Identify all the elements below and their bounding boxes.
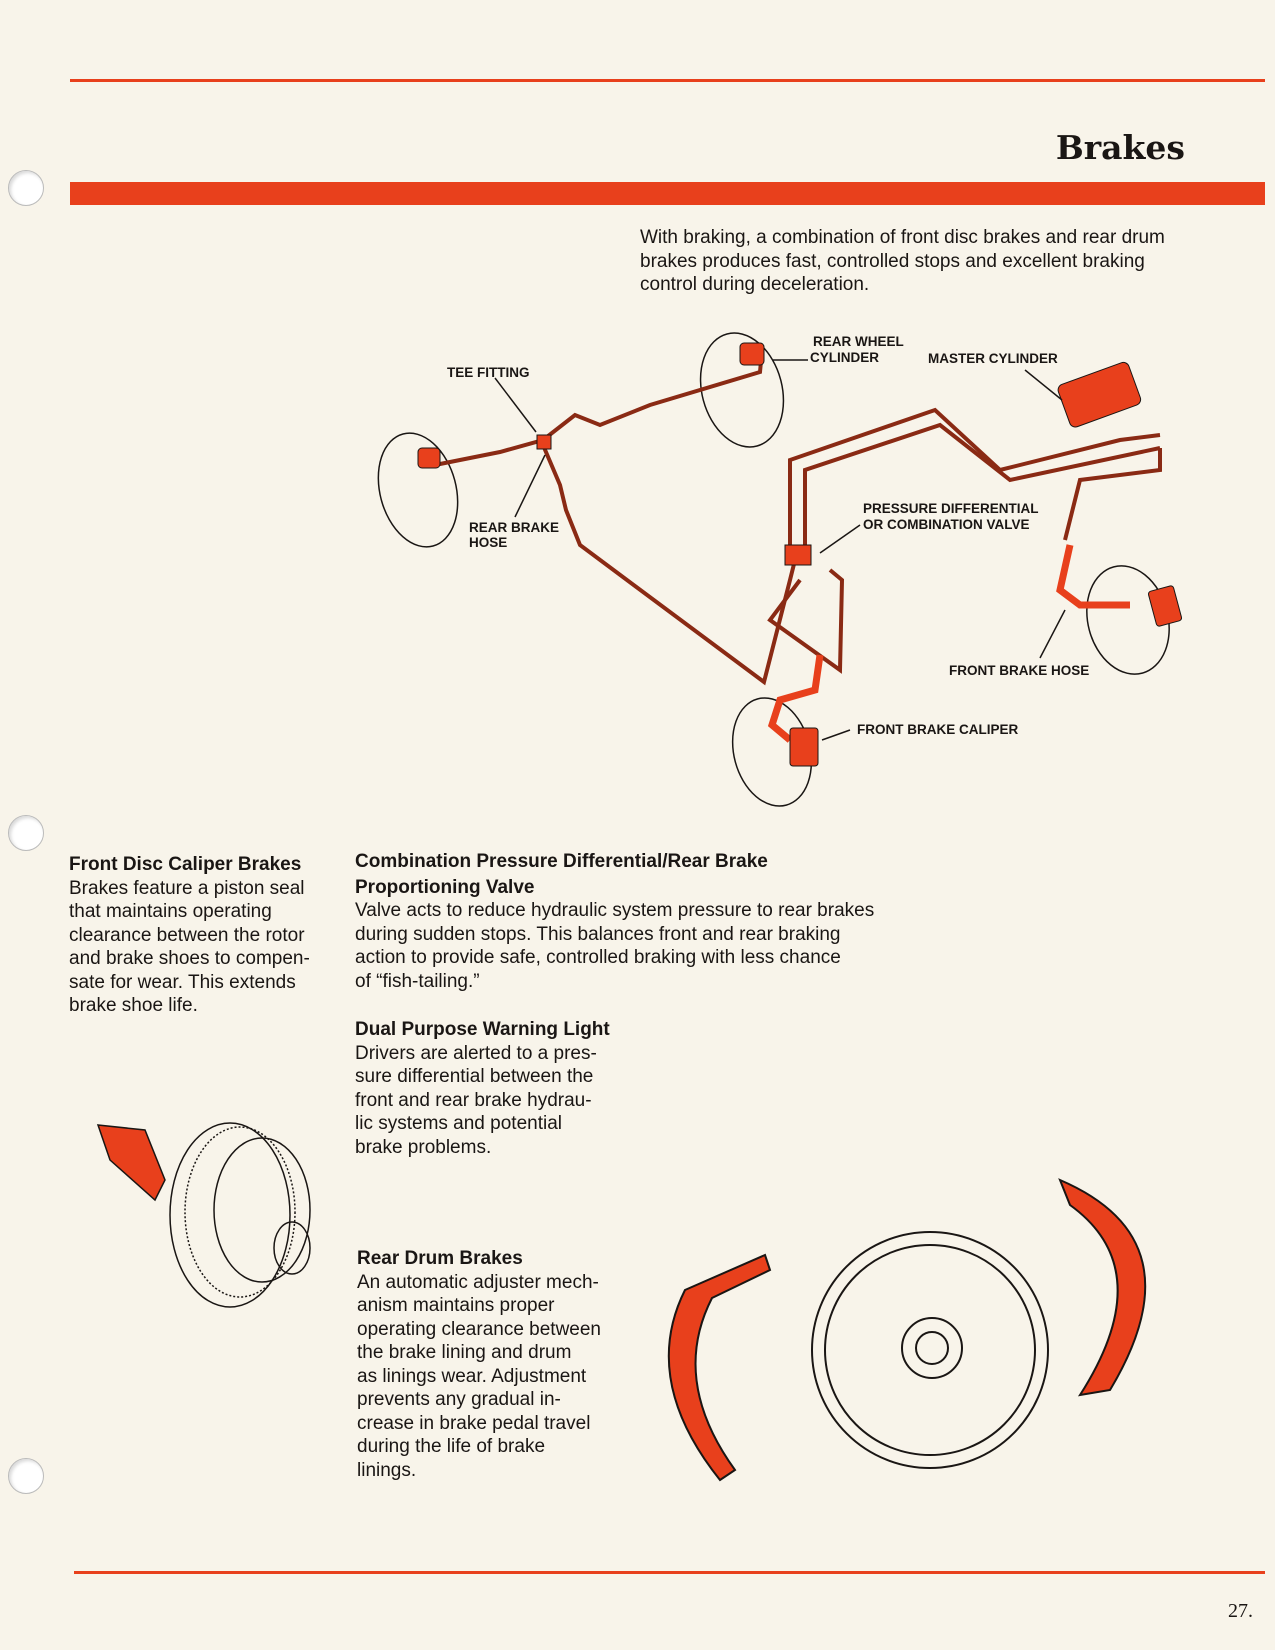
- section-heading: Dual Purpose Warning Light: [355, 1019, 610, 1040]
- body-line: clearance between the rotor: [69, 924, 305, 946]
- punch-hole: [8, 815, 44, 851]
- label-rear-wheel-cylinder: CYLINDER: [810, 350, 879, 365]
- body-line: that maintains operating: [69, 901, 272, 922]
- punch-hole: [8, 170, 44, 206]
- body-line: sure differential between the: [355, 1066, 594, 1087]
- page-number: 27.: [1228, 1600, 1253, 1622]
- body-line: brake problems.: [355, 1136, 492, 1158]
- front-right-caliper: [1147, 585, 1183, 627]
- label-rear-wheel-cylinder: REAR WHEEL: [813, 334, 904, 349]
- rear-right-wheel-cylinder: [739, 342, 765, 366]
- section-dual-purpose-warning-light: Dual Purpose Warning Light Drivers are a…: [355, 1018, 635, 1159]
- body-line: front and rear brake hydrau-: [355, 1089, 592, 1111]
- label-front-brake-hose: FRONT BRAKE HOSE: [949, 663, 1089, 678]
- section-rear-drum-brakes: Rear Drum Brakes An automatic adjuster m…: [357, 1247, 637, 1482]
- disc-rotor-illustration: [96, 1122, 311, 1308]
- intro-text: With braking, a combination of front dis…: [640, 226, 1180, 297]
- label-front-brake-caliper: FRONT BRAKE CALIPER: [857, 722, 1018, 737]
- body-line: during sudden stops. This balances front…: [355, 923, 841, 945]
- body-line: prevents any gradual in-: [357, 1389, 561, 1410]
- brake-hoses: [767, 544, 1130, 743]
- body-line: and brake shoes to compen-: [69, 948, 310, 969]
- combination-valve: [784, 544, 812, 566]
- rear-left-wheel-cylinder: [417, 447, 441, 469]
- body-line: Valve acts to reduce hydraulic system pr…: [355, 900, 875, 921]
- rear-left-wheel: [377, 432, 459, 548]
- body-line: lic systems and potential: [355, 1113, 562, 1134]
- body-line: anism maintains proper: [357, 1295, 555, 1316]
- section-combination-valve: Combination Pressure Differential/Rear B…: [355, 850, 915, 993]
- section-heading: Rear Drum Brakes: [357, 1248, 523, 1269]
- label-master-cylinder: MASTER CYLINDER: [928, 351, 1058, 366]
- body-line: of “fish-tailing.”: [355, 970, 480, 992]
- body-line: crease in brake pedal travel: [357, 1412, 591, 1434]
- section-front-disc-caliper-brakes: Front Disc Caliper Brakes Brakes feature…: [69, 853, 339, 1018]
- section-heading: Proportioning Valve: [355, 876, 535, 898]
- section-heading: Combination Pressure Differential/Rear B…: [355, 851, 768, 872]
- bottom-rule: [74, 1571, 1265, 1574]
- body-line: Drivers are alerted to a pres-: [355, 1042, 597, 1064]
- body-line: Brakes feature a piston seal: [69, 877, 305, 899]
- master-cylinder: [1057, 361, 1142, 428]
- punch-hole: [8, 1458, 44, 1494]
- rear-right-wheel: [699, 332, 785, 448]
- brake-lines: [434, 349, 1162, 686]
- tee-fitting: [536, 434, 552, 450]
- front-left-caliper: [789, 727, 819, 767]
- body-line: during the life of brake: [357, 1436, 546, 1457]
- label-pressure-valve: OR COMBINATION VALVE: [863, 517, 1030, 532]
- label-pressure-valve: PRESSURE DIFFERENTIAL: [863, 501, 1039, 516]
- body-line: brake shoe life.: [69, 995, 198, 1016]
- body-line: operating clearance between: [357, 1318, 602, 1340]
- body-line: sate for wear. This extends: [69, 971, 296, 993]
- body-line: as linings wear. Adjustment: [357, 1365, 587, 1387]
- intro-paragraph: With braking, a combination of front dis…: [640, 227, 1165, 295]
- body-line: the brake lining and drum: [357, 1342, 572, 1363]
- body-line: action to provide safe, controlled braki…: [355, 947, 841, 968]
- page-title: Brakes: [1055, 128, 1185, 167]
- section-heading: Front Disc Caliper Brakes: [69, 854, 302, 875]
- header-bar: [70, 182, 1265, 205]
- top-thin-rule: [70, 79, 1265, 82]
- label-tee-fitting: TEE FITTING: [447, 365, 530, 380]
- label-rear-brake-hose: REAR BRAKE: [469, 520, 559, 535]
- body-line: linings.: [357, 1459, 417, 1481]
- leader-lines: [494, 359, 1066, 741]
- body-line: An automatic adjuster mech-: [357, 1271, 599, 1293]
- drum-brake-illustration: [667, 1178, 1147, 1482]
- label-rear-brake-hose: HOSE: [469, 535, 507, 550]
